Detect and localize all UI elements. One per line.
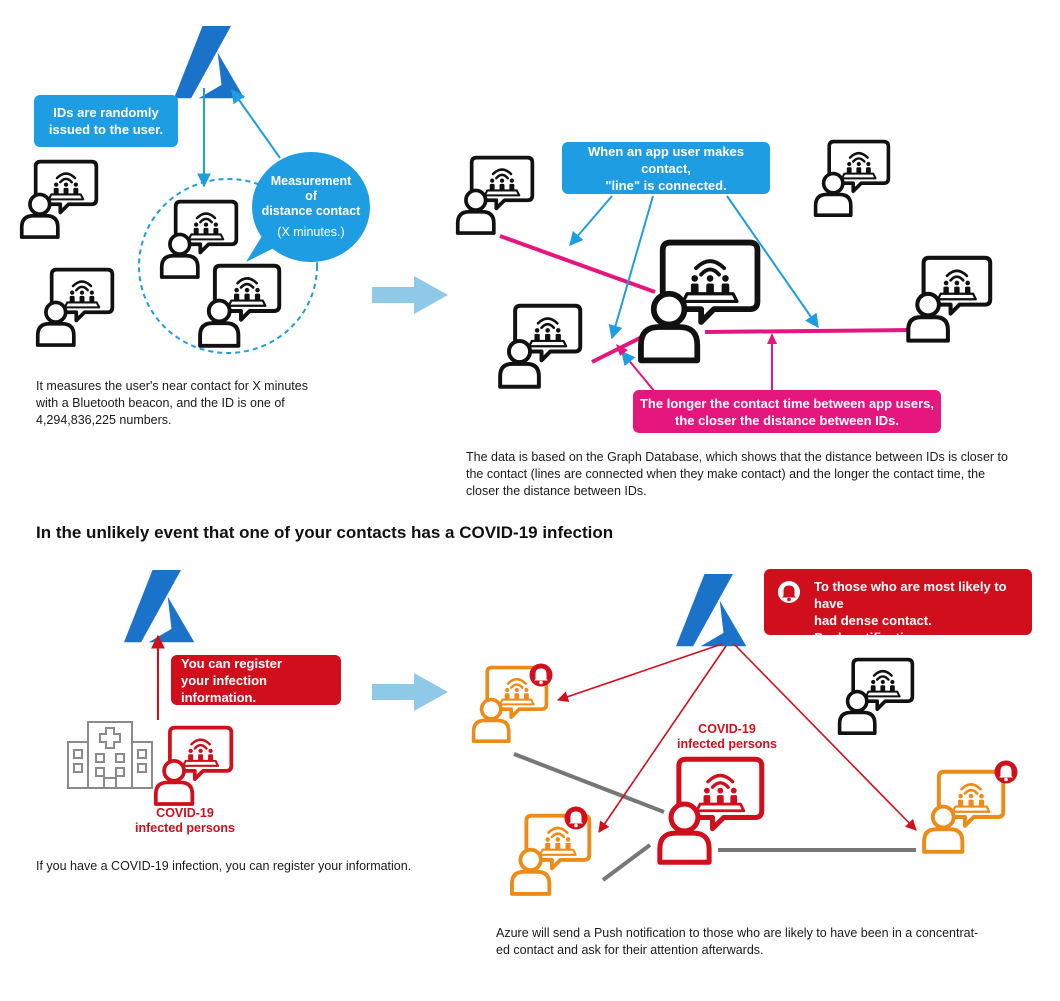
app-user-icon (641, 243, 757, 361)
app-user-icon (35, 267, 115, 347)
bubble-line: Measurement (270, 174, 352, 188)
flow-arrow-top (372, 276, 448, 314)
app-user-icon (498, 303, 583, 389)
register-info-box: You can register your infection informat… (171, 655, 341, 705)
bottom-right-caption: Azure will send a Push notification to t… (496, 926, 979, 957)
line-arrow (608, 195, 654, 340)
azure-logo-icon (124, 570, 195, 643)
azure-logo-icon (676, 574, 747, 647)
section-heading: In the unlikely event that one of your c… (36, 523, 614, 542)
app-user-icon (837, 657, 915, 736)
bell-icon (994, 760, 1018, 784)
line-connected-box: When an app user makes contact, "line" i… (562, 142, 770, 194)
flow-arrow-bottom (372, 673, 448, 711)
app-user-icon (198, 263, 282, 348)
infected-user-icon (660, 759, 762, 862)
bubble-line: (X minutes.) (277, 225, 345, 239)
app-user-icon (813, 139, 891, 217)
contact-line (704, 328, 911, 334)
proximity-circle (138, 178, 318, 354)
contact-line (499, 234, 656, 294)
notified-user-icon (922, 769, 1006, 854)
notify-arrow (556, 643, 723, 703)
contact-line (513, 752, 665, 814)
bubble-line: distance contact (261, 204, 361, 218)
azure-logo-icon (174, 26, 245, 99)
infected-label: COVID-19 infected persons (676, 722, 778, 751)
app-user-icon (19, 159, 99, 239)
bell-icon (778, 581, 800, 603)
top-left-caption: It measures the user's near contact for … (36, 379, 308, 427)
top-right-caption: The data is based on the Graph Database,… (466, 450, 1008, 498)
report-arrow (231, 88, 281, 159)
distance-arrow-head (767, 333, 777, 344)
ids-issued-box: IDs are randomly issued to the user. (34, 95, 178, 147)
infected-user-icon (153, 725, 234, 806)
app-user-icon (455, 155, 535, 235)
distance-arrow-head (616, 344, 628, 356)
bell-icon (564, 806, 588, 830)
measurement-bubble: Measurement of distance contact (X minut… (252, 152, 370, 262)
push-notification-box: To those who are most likely to have had… (764, 569, 1032, 645)
notify-arrow (733, 643, 917, 831)
bubble-line: of (305, 189, 317, 203)
contact-line (601, 843, 652, 882)
bottom-left-caption: If you have a COVID-19 infection, you ca… (36, 859, 412, 873)
hospital-icon (67, 721, 153, 789)
notify-arrow (598, 645, 727, 833)
bell-icon (529, 663, 553, 687)
line-arrow (569, 195, 613, 247)
infected-label: COVID-19 infected persons (134, 806, 236, 835)
distance-arrow (621, 350, 656, 393)
distance-box: The longer the contact time between app … (633, 390, 941, 433)
app-user-icon (908, 258, 990, 341)
push-notification-text: To those who are most likely to have had… (814, 579, 1007, 645)
line-arrow (726, 195, 819, 329)
